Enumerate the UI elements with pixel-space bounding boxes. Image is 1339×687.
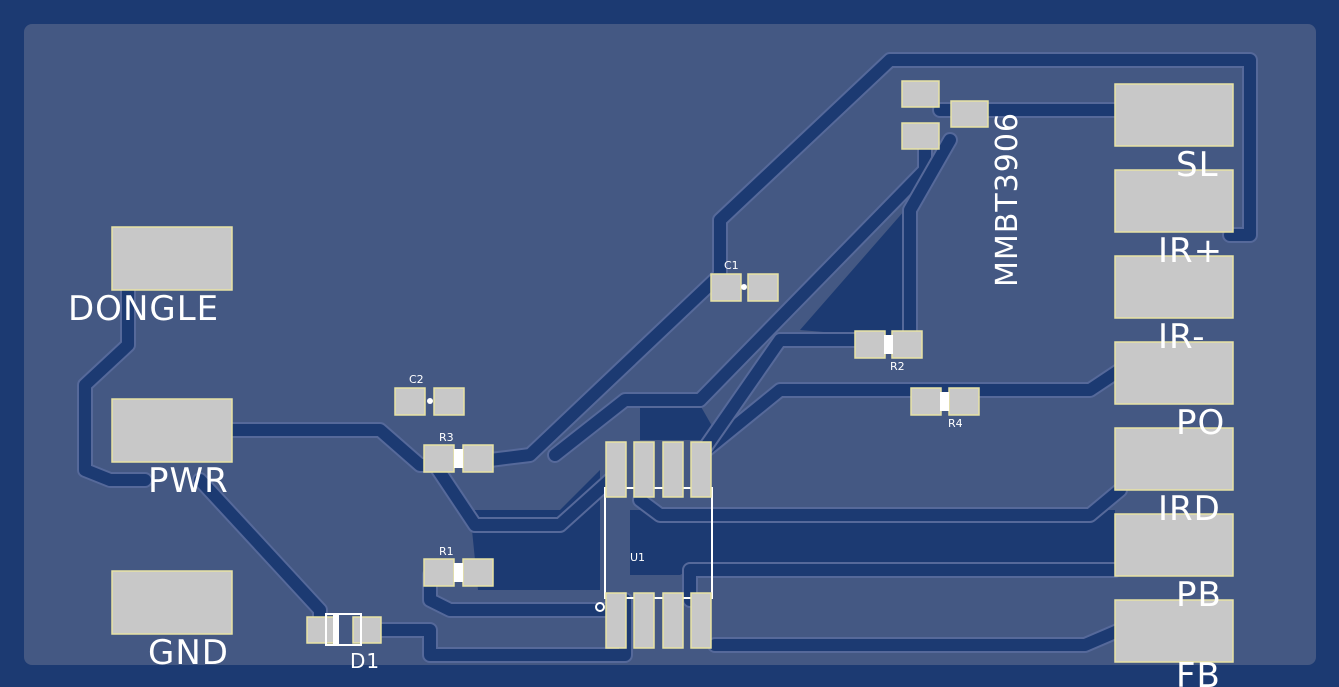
u1-pin1-marker — [595, 602, 605, 612]
u1-pin-3 — [662, 592, 684, 649]
r1-pad-2 — [462, 558, 494, 587]
label-u1: U1 — [630, 551, 645, 564]
label-sl: SL — [1176, 145, 1219, 185]
pad-pb — [1114, 513, 1234, 577]
pad-ird — [1114, 427, 1234, 491]
label-ird: IRD — [1158, 489, 1221, 529]
label-r4: R4 — [948, 417, 963, 430]
label-r2: R2 — [890, 360, 905, 373]
label-ir-minus: IR- — [1158, 317, 1206, 357]
c2-pad-2 — [433, 387, 465, 416]
label-c1: C1 — [724, 259, 739, 272]
c2-dot — [427, 398, 433, 404]
pad-po — [1114, 341, 1234, 405]
r3-body — [454, 449, 463, 468]
r2-pad-1 — [854, 330, 886, 359]
d1-cathode-band — [333, 614, 339, 645]
clearance-region-bus — [630, 510, 1115, 575]
label-transistor: MMBT3906 — [990, 112, 1025, 287]
label-ir-plus: IR+ — [1158, 231, 1223, 271]
u1-pin-8 — [605, 441, 627, 498]
label-r3: R3 — [439, 431, 454, 444]
u1-pin-6 — [662, 441, 684, 498]
d1-pad-2 — [352, 616, 382, 644]
u1-pin-4 — [690, 592, 712, 649]
pad-dongle — [111, 226, 233, 291]
transistor-pad-2 — [901, 122, 940, 150]
clearance-region-triangle — [800, 210, 905, 335]
transistor-pad-1 — [901, 80, 940, 108]
r2-body — [884, 335, 893, 354]
pad-ir-plus — [1114, 169, 1234, 233]
label-pb: PB — [1176, 575, 1222, 615]
pad-ir-minus — [1114, 255, 1234, 319]
r1-body — [454, 563, 463, 582]
u1-pin-2 — [633, 592, 655, 649]
c2-pad-1 — [394, 387, 426, 416]
label-gnd: GND — [148, 633, 229, 673]
d1-body — [325, 613, 362, 646]
traces — [77, 52, 1258, 663]
label-r1: R1 — [439, 545, 454, 558]
r4-pad-1 — [910, 387, 942, 416]
u1-pin-7 — [633, 441, 655, 498]
pad-fb — [1114, 599, 1234, 663]
c1-pad-1 — [710, 273, 742, 302]
c1-dot — [741, 284, 747, 290]
label-c2: C2 — [409, 373, 424, 386]
clearance-region-upper — [640, 405, 720, 440]
pad-gnd — [111, 570, 233, 635]
label-po: PO — [1176, 403, 1225, 443]
u1-pin-5 — [690, 441, 712, 498]
label-dongle: DONGLE — [68, 289, 219, 329]
label-d1: D1 — [350, 649, 380, 673]
d1-pad-1 — [306, 616, 336, 644]
u1-outline — [604, 487, 713, 599]
copper-pour — [24, 24, 1316, 665]
u1-pin-1 — [605, 592, 627, 649]
transistor-pad-3 — [950, 100, 989, 128]
r4-body — [940, 392, 949, 411]
pad-sl — [1114, 83, 1234, 147]
r3-pad-1 — [423, 444, 455, 473]
r2-pad-2 — [891, 330, 923, 359]
c1-pad-2 — [747, 273, 779, 302]
label-fb: FB — [1176, 656, 1221, 687]
r4-pad-2 — [948, 387, 980, 416]
r3-pad-2 — [462, 444, 494, 473]
r1-pad-1 — [423, 558, 455, 587]
pad-pwr — [111, 398, 233, 463]
label-pwr: PWR — [148, 461, 229, 501]
